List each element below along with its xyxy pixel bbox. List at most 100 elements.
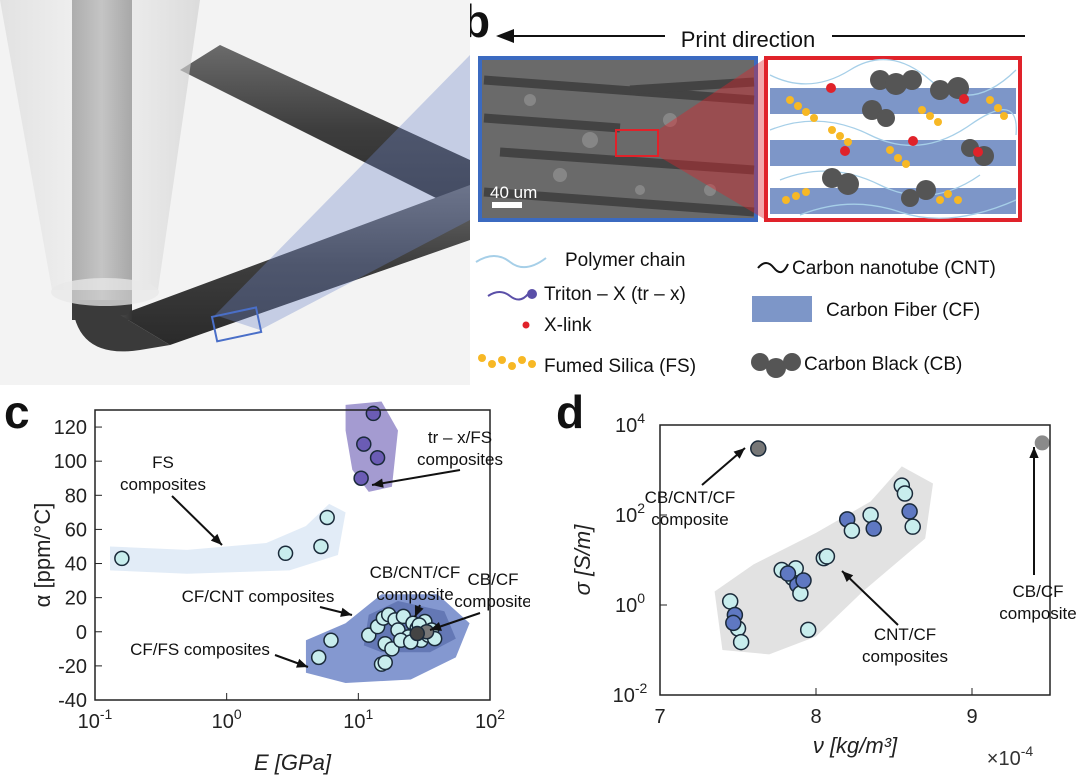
legend-xlink-label: X-link bbox=[544, 315, 592, 336]
c-ytick-label-6: 80 bbox=[65, 485, 87, 507]
c-ytick-label-1: -20 bbox=[58, 656, 87, 678]
c-point-s2-3 bbox=[377, 654, 393, 671]
c-annotation-fs-2: composites bbox=[120, 475, 206, 494]
c-point-s1-1 bbox=[277, 545, 294, 562]
d-annotation-cntcf-2: composites bbox=[862, 647, 948, 666]
d-ytick-label-0: 10-2 bbox=[613, 680, 648, 707]
d-arrow-cbcntcf-head bbox=[733, 448, 745, 459]
c-ytick-label-5: 60 bbox=[65, 519, 87, 541]
c-point-s1-2 bbox=[313, 538, 329, 555]
legend-carbon-fiber-symbol bbox=[752, 296, 812, 322]
c-ytick-label-0: -40 bbox=[58, 690, 87, 712]
c-point-s0-3 bbox=[353, 470, 369, 486]
d-point-s2-10 bbox=[795, 572, 812, 589]
d-point-s2-16 bbox=[865, 520, 882, 537]
d-point-s2-0 bbox=[721, 593, 739, 610]
legend-fumed-silica-label: Fumed Silica (FS) bbox=[544, 356, 696, 377]
c-annotation-cbcntcf-2: composite bbox=[376, 585, 453, 604]
c-annotation-trx-2: composites bbox=[417, 450, 503, 469]
legend-triton-symbol bbox=[487, 291, 529, 301]
c-xtick-label-2: 101 bbox=[343, 706, 373, 733]
c-ylabel: α [ppm/°C] bbox=[30, 503, 55, 608]
c-point-s0-2 bbox=[369, 450, 386, 466]
c-arrow-cffs-head bbox=[296, 658, 308, 668]
c-xlabel: E [GPa] bbox=[254, 750, 332, 775]
zoom-cone-a bbox=[215, 55, 470, 330]
d-xtick-label-1: 8 bbox=[810, 706, 821, 728]
print-direction-label: Print direction bbox=[681, 27, 816, 52]
c-ytick-label-7: 100 bbox=[54, 451, 87, 473]
d-xtick-label-0: 7 bbox=[654, 706, 665, 728]
d-annotation-cbcf-2: composite bbox=[999, 604, 1076, 623]
legend-triton-dot bbox=[527, 289, 537, 299]
d-ylabel: σ [S/m] bbox=[570, 524, 595, 596]
d-point-s2-18 bbox=[896, 485, 914, 502]
c-annotation-cfcnt: CF/CNT composites bbox=[182, 587, 335, 606]
c-point-s2-0 bbox=[310, 649, 327, 666]
c-annotation-trx-1: tr – x/FS bbox=[428, 428, 492, 447]
d-arrow-cbcf-head bbox=[1029, 447, 1039, 459]
c-ytick-label-3: 20 bbox=[65, 588, 87, 610]
print-direction-arrowhead bbox=[496, 29, 514, 43]
c-xtick-label-3: 102 bbox=[475, 706, 505, 733]
legend-polymer-chain-symbol bbox=[475, 255, 547, 269]
legend-carbon-fiber-label: Carbon Fiber (CF) bbox=[826, 300, 980, 321]
d-annotation-cbcf-1: CB/CF bbox=[1013, 582, 1064, 601]
legend-carbon-black-label: Carbon Black (CB) bbox=[804, 354, 962, 375]
legend-polymer-chain-label: Polymer chain bbox=[565, 250, 685, 271]
c-arrow-cbcntcf-head bbox=[414, 605, 424, 617]
c-xtick-label-1: 100 bbox=[212, 706, 242, 733]
legend-triton-label: Triton – X (tr – x) bbox=[544, 284, 686, 305]
d-arrow-cntcf-line bbox=[841, 570, 899, 626]
d-arrow-cntcf-head bbox=[842, 571, 854, 583]
c-arrow-cbcf-head bbox=[430, 622, 442, 631]
panel-letter-d: d bbox=[556, 386, 585, 438]
nozzle bbox=[0, 0, 200, 290]
d-point-s1-0 bbox=[1034, 435, 1050, 451]
schematic-carbon-black bbox=[822, 70, 994, 207]
trx-fs-composites-region bbox=[345, 401, 398, 492]
c-ytick-label-2: 0 bbox=[76, 622, 87, 644]
d-point-s2-19 bbox=[901, 503, 918, 520]
c-point-s5-0 bbox=[409, 625, 425, 642]
c-arrow-cfcnt-head bbox=[340, 607, 352, 617]
legend-xlink-symbol bbox=[522, 321, 530, 329]
scale-bar-label: 40 um bbox=[490, 183, 537, 202]
legend-cnt-symbol bbox=[757, 262, 789, 274]
c-annotation-cbcf-2: composite bbox=[454, 592, 530, 611]
d-point-s2-3 bbox=[732, 633, 750, 651]
c-arrow-trx-head bbox=[372, 478, 384, 488]
zoom-cone-b bbox=[658, 58, 766, 220]
d-annotation-cbcntcf-2: composite bbox=[651, 510, 728, 529]
d-point-s2-4 bbox=[725, 614, 742, 632]
d-point-s2-15 bbox=[862, 506, 879, 524]
sem-fibers bbox=[483, 75, 755, 217]
legend-cnt-label: Carbon nanotube (CNT) bbox=[792, 258, 996, 279]
d-point-s2-21 bbox=[799, 621, 817, 639]
panel-a-illustration bbox=[0, 0, 470, 385]
nozzle-tip bbox=[51, 278, 159, 306]
d-xlabel: ν [kg/m³] bbox=[813, 733, 898, 758]
c-point-s0-1 bbox=[356, 436, 372, 452]
c-axes-frame bbox=[94, 409, 491, 701]
d-point-s2-14 bbox=[843, 522, 861, 539]
legend-fumed-silica-symbol bbox=[478, 354, 536, 370]
c-annotation-cffs: CF/FS composites bbox=[130, 640, 270, 659]
schematic-fumed-silica bbox=[782, 96, 1008, 204]
filament-bend bbox=[72, 300, 170, 352]
c-arrow-trx-line bbox=[371, 469, 461, 486]
c-point-s1-0 bbox=[114, 550, 130, 567]
c-annotation-cbcntcf-1: CB/CNT/CF bbox=[370, 563, 461, 582]
legend-carbon-black-symbol bbox=[751, 353, 801, 378]
d-ytick-label-3: 104 bbox=[615, 410, 645, 437]
panel-letter-c: c bbox=[4, 386, 30, 438]
c-arrow-fs-line bbox=[171, 495, 223, 546]
d-ytick-label-1: 100 bbox=[615, 590, 645, 617]
filament-horizontal-strand bbox=[120, 185, 470, 345]
c-arrow-fs-head bbox=[210, 533, 222, 545]
